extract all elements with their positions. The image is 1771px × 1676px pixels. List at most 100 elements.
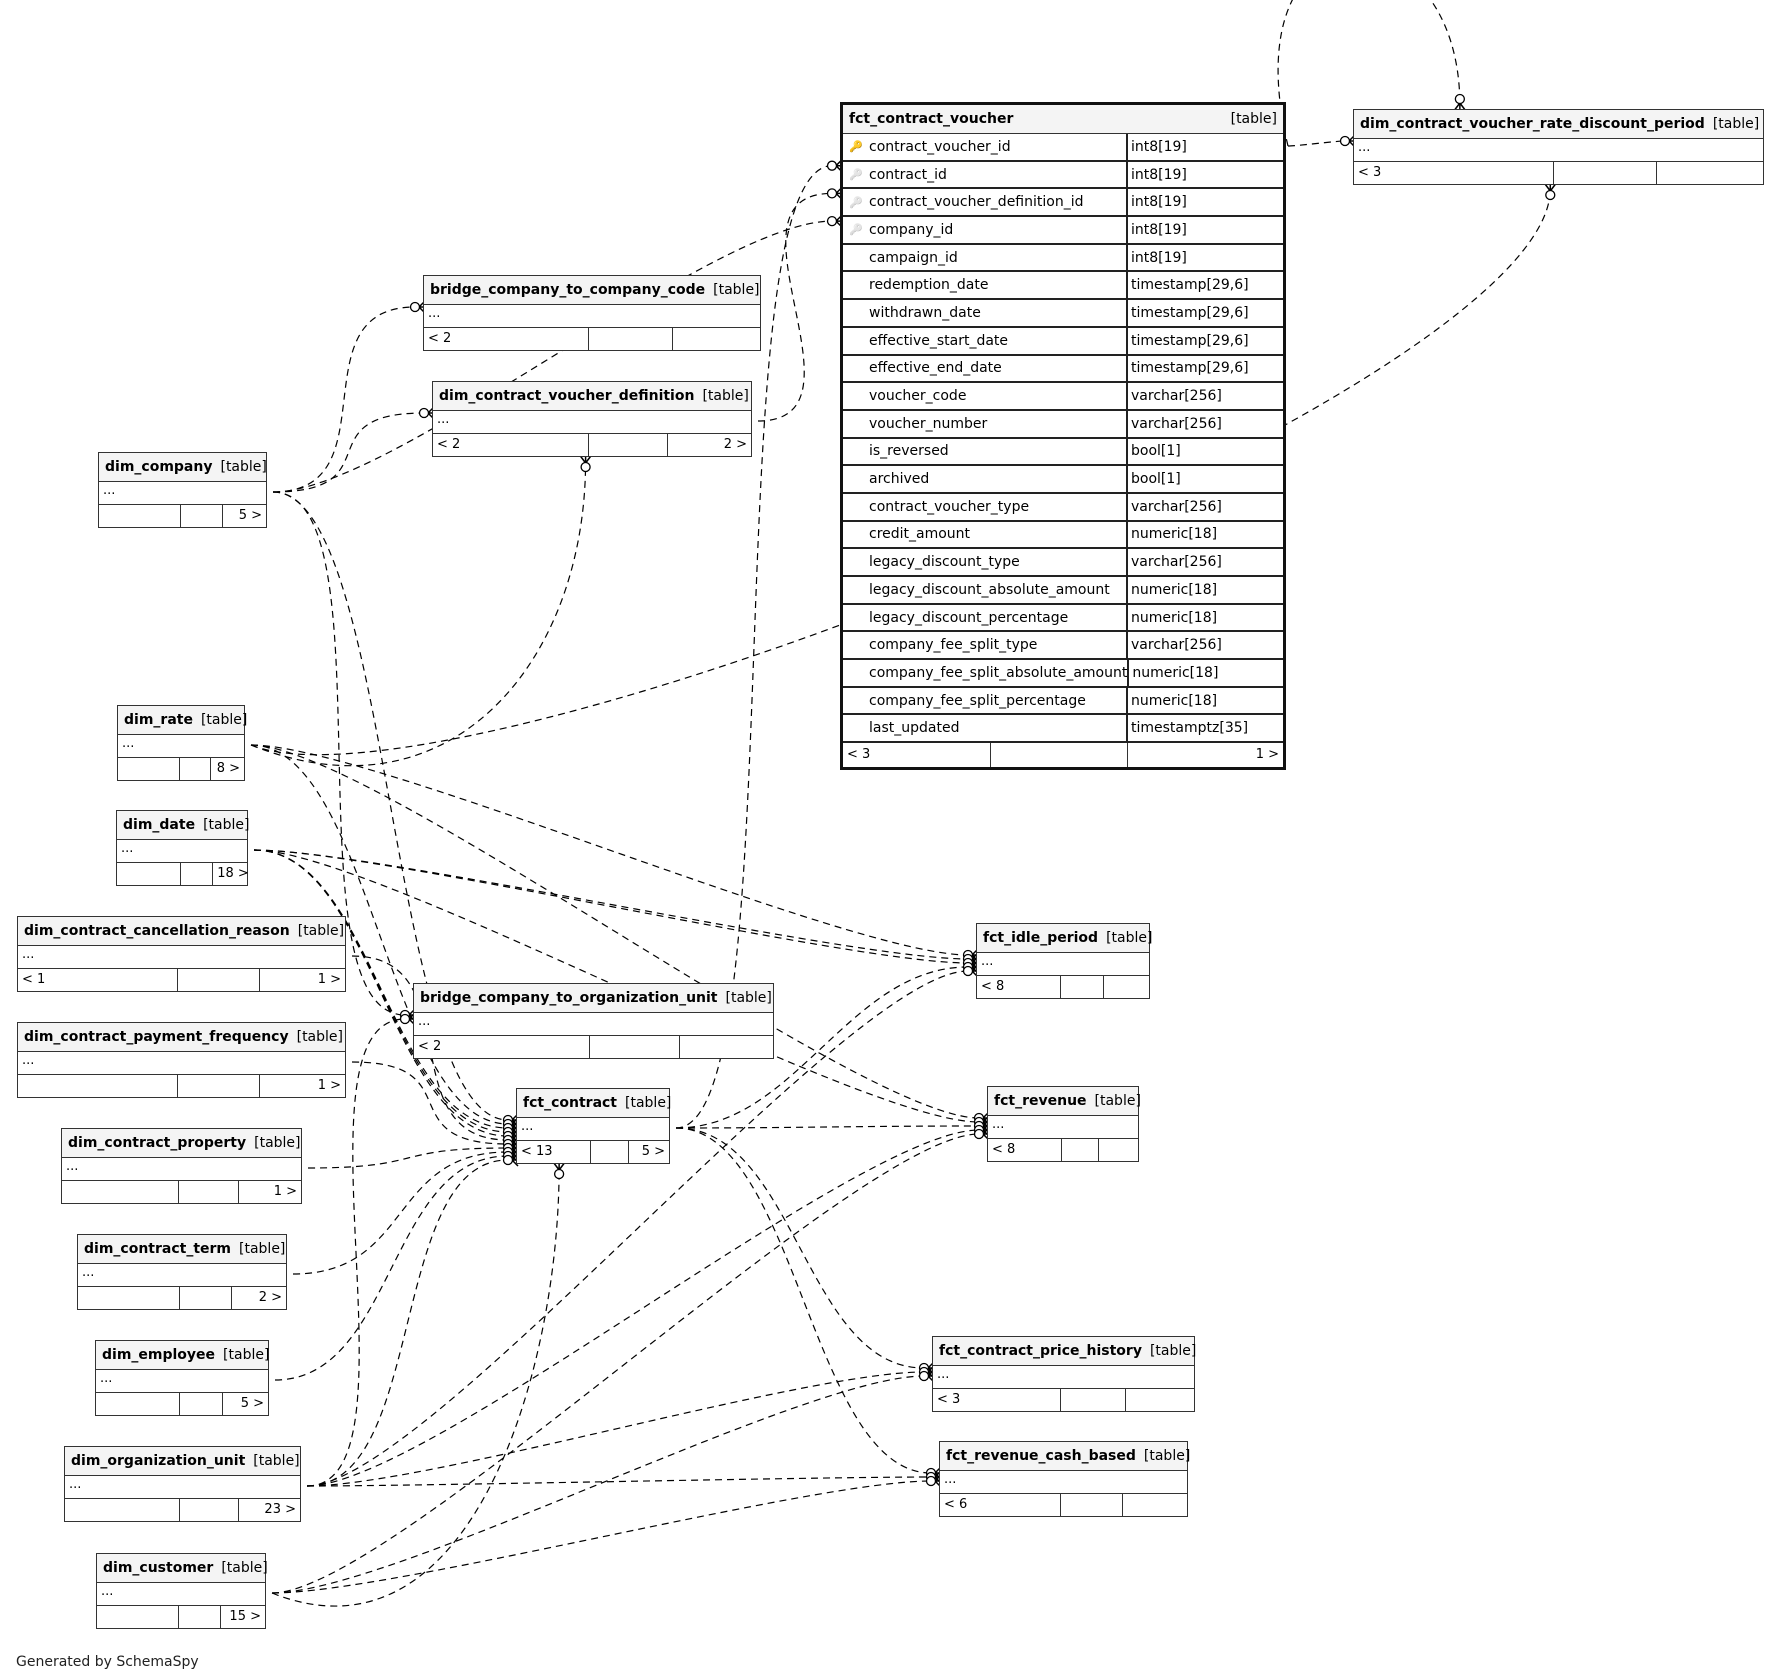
parents-link[interactable]: < 2 [414, 1036, 590, 1058]
table-dim-employee[interactable]: dim_employee[table]...5 > [95, 1340, 269, 1416]
children-link[interactable]: 1 > [317, 972, 341, 987]
table-name[interactable]: fct_contract_price_history [939, 1343, 1142, 1359]
parents-link[interactable] [118, 758, 180, 780]
table-dim-contract-payment-frequency[interactable]: dim_contract_payment_frequency[table]...… [17, 1022, 346, 1098]
table-header[interactable]: dim_contract_payment_frequency[table] [18, 1023, 345, 1052]
table-header[interactable]: fct_revenue[table] [988, 1087, 1141, 1116]
table-header[interactable]: dim_contract_cancellation_reason[table] [18, 917, 345, 946]
parents-link[interactable] [99, 505, 181, 527]
table-dim-company[interactable]: dim_company[table]...5 > [98, 452, 267, 528]
children-link[interactable]: 2 > [258, 1290, 282, 1305]
table-header[interactable]: dim_date[table] [117, 811, 249, 840]
children-link[interactable]: 2 > [723, 437, 747, 452]
table-name[interactable]: fct_revenue_cash_based [946, 1448, 1136, 1464]
children-link[interactable]: 5 > [238, 508, 262, 523]
table-dim-contract-cancellation-reason[interactable]: dim_contract_cancellation_reason[table].… [17, 916, 346, 992]
table-name[interactable]: dim_company [105, 459, 213, 475]
table-header[interactable]: dim_contract_voucher_definition[table] [433, 382, 751, 411]
children-link[interactable]: 15 > [229, 1609, 261, 1624]
table-dim-organization-unit[interactable]: dim_organization_unit[table]...23 > [64, 1446, 301, 1522]
parents-link[interactable]: < 8 [988, 1139, 1062, 1161]
table-header[interactable]: dim_contract_term[table] [78, 1235, 286, 1264]
table-dim-contract-property[interactable]: dim_contract_property[table]...1 > [61, 1128, 302, 1204]
table-name[interactable]: dim_contract_cancellation_reason [24, 923, 290, 939]
parents-link[interactable]: < 2 [424, 328, 589, 350]
parents-link[interactable] [78, 1287, 180, 1309]
table-name[interactable]: dim_contract_voucher_definition [439, 388, 695, 404]
parents-link[interactable]: < 3 [933, 1389, 1061, 1411]
table-header[interactable]: fct_contract_voucher [table] [843, 105, 1283, 134]
table-name[interactable]: dim_contract_property [68, 1135, 247, 1151]
table-header[interactable]: dim_rate[table] [118, 706, 247, 735]
table-name[interactable]: dim_contract_voucher_rate_discount_perio… [1360, 116, 1705, 132]
table-header[interactable]: dim_contract_voucher_rate_discount_perio… [1354, 110, 1763, 139]
children-link[interactable] [1123, 1494, 1187, 1516]
table-header[interactable]: bridge_company_to_company_code[table] [424, 276, 760, 305]
table-dim-customer[interactable]: dim_customer[table]...15 > [96, 1553, 268, 1629]
children-link[interactable]: 1 > [1255, 747, 1279, 763]
table-fct-revenue-cash-based[interactable]: fct_revenue_cash_based[table]...< 6 [939, 1441, 1190, 1517]
children-link[interactable] [680, 1036, 773, 1058]
table-dim-contract-voucher-rate-discount-period[interactable]: dim_contract_voucher_rate_discount_perio… [1353, 109, 1764, 185]
table-dim-rate[interactable]: dim_rate[table]...8 > [117, 705, 247, 781]
table-header[interactable]: bridge_company_to_organization_unit[tabl… [414, 984, 773, 1013]
parents-link[interactable]: < 1 [18, 969, 179, 991]
table-fct-contract-voucher[interactable]: fct_contract_voucher [table] 🔑contract_v… [840, 102, 1286, 771]
parents-link[interactable] [18, 1075, 179, 1097]
table-fct-revenue[interactable]: fct_revenue[table]...< 8 [987, 1086, 1141, 1162]
table-dim-contract-term[interactable]: dim_contract_term[table]...2 > [77, 1234, 287, 1310]
parents-link[interactable]: < 3 [1354, 162, 1555, 184]
table-header[interactable]: fct_revenue_cash_based[table] [940, 1442, 1190, 1471]
parents-link[interactable] [62, 1181, 180, 1203]
children-link[interactable] [1657, 162, 1763, 184]
table-header[interactable]: dim_organization_unit[table] [65, 1447, 300, 1476]
parents-link[interactable] [97, 1606, 180, 1628]
table-header[interactable]: fct_contract_price_history[table] [933, 1337, 1196, 1366]
children-link[interactable]: 1 > [273, 1184, 297, 1199]
parents-link[interactable] [65, 1499, 181, 1521]
table-header[interactable]: dim_company[table] [99, 453, 267, 482]
table-dim-date[interactable]: dim_date[table]...18 > [116, 810, 249, 886]
table-name[interactable]: dim_date [123, 817, 196, 833]
table-name[interactable]: dim_contract_payment_frequency [24, 1029, 289, 1045]
table-fct-contract-price-history[interactable]: fct_contract_price_history[table]...< 3 [932, 1336, 1196, 1412]
parents-link[interactable]: < 3 [843, 743, 991, 768]
children-link[interactable]: 8 > [216, 761, 240, 776]
table-name[interactable]: dim_rate [124, 712, 193, 728]
table-name[interactable]: dim_customer [103, 1560, 214, 1576]
parents-link[interactable]: < 13 [517, 1141, 592, 1163]
parents-link[interactable] [117, 863, 181, 885]
table-name[interactable]: bridge_company_to_company_code [430, 282, 706, 298]
generated-by-footer[interactable]: Generated by SchemaSpy [16, 1654, 199, 1670]
table-bridge-company-to-organization-unit[interactable]: bridge_company_to_organization_unit[tabl… [413, 983, 774, 1059]
table-name[interactable]: fct_revenue [994, 1093, 1087, 1109]
children-link[interactable]: 5 > [641, 1144, 665, 1159]
parents-link[interactable] [96, 1393, 181, 1415]
table-name[interactable]: fct_idle_period [983, 930, 1099, 946]
table-header[interactable]: dim_contract_property[table] [62, 1129, 301, 1158]
table-bridge-company-to-company-code[interactable]: bridge_company_to_company_code[table]...… [423, 275, 761, 351]
children-link[interactable] [673, 328, 760, 350]
children-link[interactable]: 18 > [217, 866, 249, 881]
table-header[interactable]: dim_customer[table] [97, 1554, 268, 1583]
